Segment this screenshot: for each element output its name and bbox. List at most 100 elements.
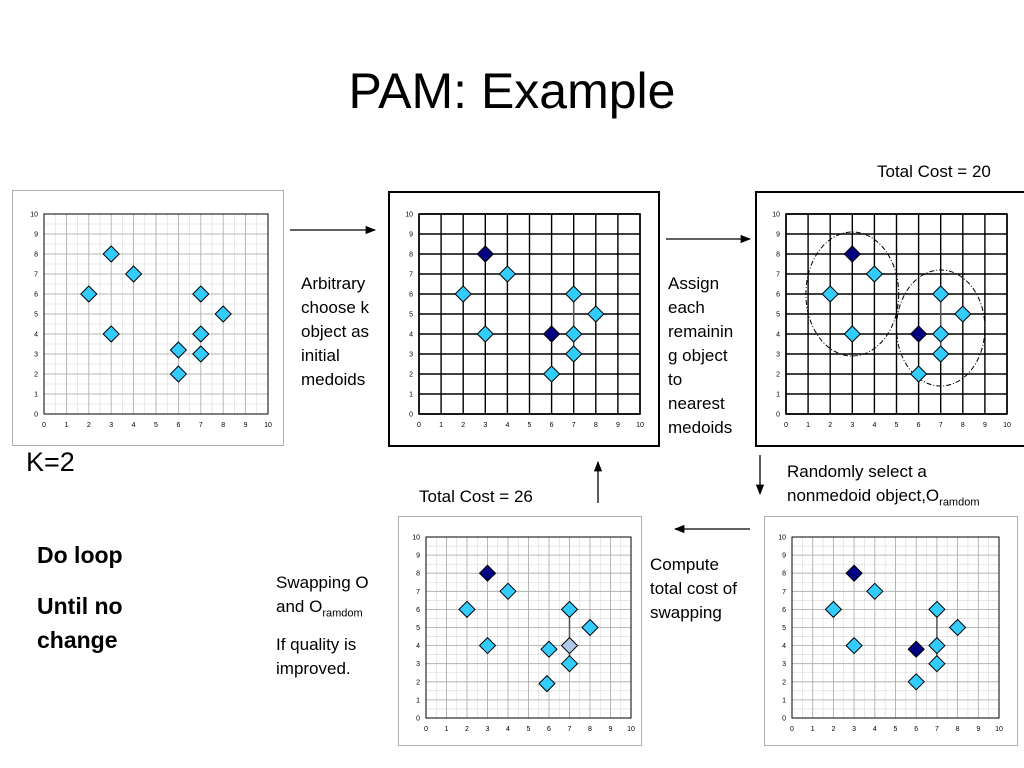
x-tick-label: 6 <box>176 422 180 429</box>
y-tick-label: 0 <box>776 412 780 419</box>
y-tick-label: 0 <box>409 412 413 419</box>
y-tick-label: 5 <box>776 312 780 319</box>
medoid-point <box>476 245 495 263</box>
x-tick-label: 1 <box>64 422 68 429</box>
loop-text: Do loop Until no change <box>37 542 123 653</box>
x-tick-label: 5 <box>527 726 531 733</box>
x-tick-label: 10 <box>264 422 272 429</box>
x-tick-label: 6 <box>550 422 554 429</box>
x-tick-label: 10 <box>636 422 644 429</box>
x-tick-label: 0 <box>784 422 788 429</box>
x-tick-label: 3 <box>109 422 113 429</box>
y-tick-label: 5 <box>34 312 38 319</box>
data-point <box>928 600 946 619</box>
y-tick-label: 7 <box>409 272 413 279</box>
x-tick-label: 5 <box>894 726 898 733</box>
y-tick-label: 4 <box>776 332 780 339</box>
data-point <box>931 345 950 363</box>
data-point <box>540 640 558 658</box>
x-tick-label: 4 <box>872 422 876 429</box>
y-tick-label: 8 <box>409 252 413 259</box>
y-tick-label: 4 <box>782 643 786 650</box>
y-tick-label: 5 <box>782 625 786 632</box>
x-tick-label: 10 <box>627 726 635 733</box>
y-tick-label: 8 <box>416 571 420 578</box>
data-point <box>560 600 579 619</box>
data-point <box>476 325 495 343</box>
x-tick-label: 1 <box>445 726 449 733</box>
plot-frame <box>785 213 1008 415</box>
y-tick-label: 3 <box>782 661 786 668</box>
data-point <box>865 265 884 283</box>
x-tick-label: 3 <box>483 422 487 429</box>
data-point <box>564 285 583 303</box>
data-point <box>542 365 561 383</box>
total-cost-26: Total Cost = 26 <box>419 487 533 506</box>
x-tick-label: 7 <box>568 726 572 733</box>
x-tick-label: 10 <box>1003 422 1011 429</box>
candidate-point <box>560 636 579 655</box>
data-point <box>824 600 843 619</box>
y-tick-label: 9 <box>416 553 420 560</box>
data-point <box>478 636 497 655</box>
y-tick-label: 0 <box>416 716 420 723</box>
x-tick-label: 6 <box>914 726 918 733</box>
x-tick-label: 4 <box>505 422 509 429</box>
data-point <box>214 305 232 323</box>
data-point <box>931 285 950 303</box>
data-point <box>192 285 210 303</box>
data-point <box>564 325 583 343</box>
plot-frame <box>425 536 632 719</box>
y-tick-label: 3 <box>409 352 413 359</box>
y-tick-label: 7 <box>34 272 38 279</box>
y-tick-label: 1 <box>416 697 420 704</box>
y-tick-label: 2 <box>776 372 780 379</box>
data-point <box>928 654 946 673</box>
y-tick-label: 10 <box>30 212 38 219</box>
data-point <box>564 345 583 363</box>
data-point <box>821 285 839 303</box>
data-point <box>909 365 928 383</box>
x-tick-label: 4 <box>132 422 136 429</box>
swapping-label: Swapping O and Oramdom If quality is imp… <box>276 573 369 679</box>
data-point <box>499 582 517 601</box>
x-tick-label: 9 <box>616 422 620 429</box>
y-tick-label: 3 <box>34 352 38 359</box>
data-point <box>80 285 98 303</box>
x-tick-label: 7 <box>935 726 939 733</box>
data-point <box>458 600 476 619</box>
x-tick-label: 7 <box>939 422 943 429</box>
x-tick-label: 10 <box>995 726 1003 733</box>
y-tick-label: 9 <box>782 553 786 560</box>
y-tick-label: 4 <box>34 332 38 339</box>
data-point <box>454 285 472 303</box>
cluster-outline <box>896 269 986 387</box>
y-tick-label: 10 <box>405 212 413 219</box>
y-tick-label: 1 <box>34 392 38 399</box>
compute-label: Compute total cost of swapping <box>650 555 737 622</box>
y-tick-label: 10 <box>412 535 420 542</box>
y-tick-label: 2 <box>34 372 38 379</box>
x-tick-label: 7 <box>572 422 576 429</box>
plot-frame <box>418 213 641 415</box>
x-tick-label: 1 <box>806 422 810 429</box>
x-tick-label: 8 <box>961 422 965 429</box>
y-tick-label: 6 <box>34 292 38 299</box>
y-tick-label: 8 <box>782 571 786 578</box>
y-tick-label: 6 <box>409 292 413 299</box>
y-tick-label: 2 <box>409 372 413 379</box>
x-tick-label: 7 <box>199 422 203 429</box>
plot-frame <box>791 536 1000 719</box>
cluster-outline <box>805 231 900 357</box>
data-point <box>169 365 188 383</box>
medoid-point <box>909 325 928 343</box>
x-tick-label: 8 <box>956 726 960 733</box>
x-tick-label: 5 <box>528 422 532 429</box>
data-point <box>102 325 120 343</box>
y-tick-label: 1 <box>782 697 786 704</box>
x-tick-label: 2 <box>831 726 835 733</box>
